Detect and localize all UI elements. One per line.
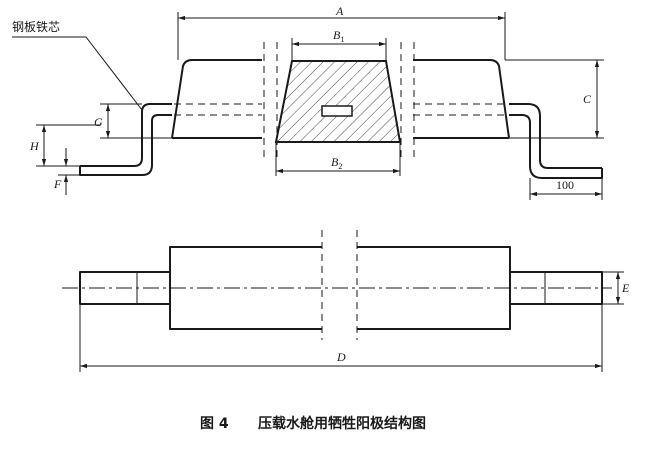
left-core-tab-inner: [79, 114, 172, 176]
core-leader-line: [12, 36, 143, 111]
center-section-hatched: [274, 60, 402, 143]
figure-caption: 图 4 压载水舱用牺牲阳极结构图: [200, 415, 426, 432]
right-core-tab-inner: [509, 114, 603, 179]
dim-D-label: D: [336, 350, 346, 364]
right-end-tab: [509, 271, 603, 305]
dim-B1-label: B1: [333, 28, 344, 44]
plan-body-left: [169, 246, 322, 330]
figure-number: 图 4: [200, 416, 229, 432]
core-label: 钢板铁芯: [12, 20, 60, 34]
left-core-tab: [80, 103, 172, 167]
dim-B2-label: B2: [331, 155, 342, 171]
dim-100-label: 100: [556, 178, 574, 192]
elevation-dimensions: A B1 B2 C 100 G H F: [12, 4, 604, 200]
right-anode-body: [413, 59, 510, 139]
core-section-rect: [321, 105, 353, 117]
plan-view: [62, 230, 612, 340]
dim-E-label: E: [621, 281, 630, 295]
figure-title: 压载水舱用牺牲阳极结构图: [258, 415, 426, 432]
dim-H-label: H: [29, 139, 40, 153]
plan-dimensions: E D: [79, 271, 630, 372]
dim-A-label: A: [335, 4, 344, 18]
left-anode-body: [171, 59, 262, 139]
right-core-tab: [509, 103, 602, 169]
dim-C-label: C: [583, 92, 592, 106]
elevation-view: [79, 42, 603, 179]
dim-F-label: F: [53, 177, 62, 191]
dim-G-label: G: [94, 115, 103, 129]
